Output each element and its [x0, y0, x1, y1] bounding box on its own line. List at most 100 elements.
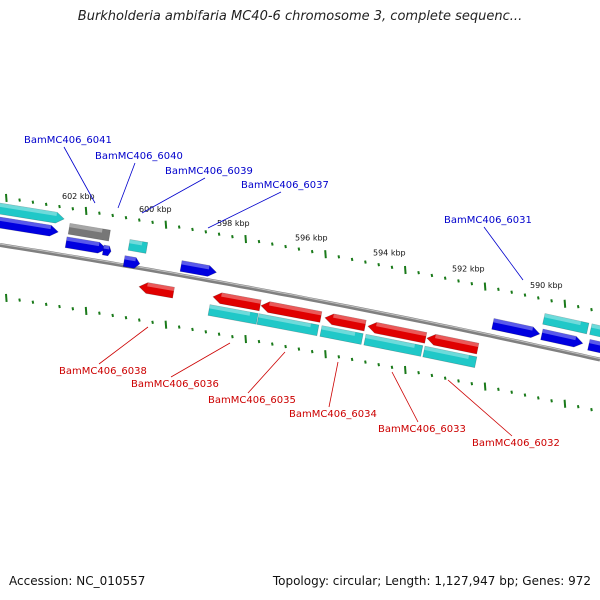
- minor-tick: [231, 334, 234, 339]
- leader-line: [141, 177, 206, 214]
- inner-tick-track: [5, 293, 593, 412]
- minor-tick: [390, 365, 394, 370]
- minor-tick: [138, 218, 141, 222]
- major-tick: [244, 235, 247, 244]
- cds-block-shine: [258, 313, 312, 328]
- minor-tick: [576, 404, 580, 409]
- major-tick: [164, 220, 168, 229]
- forward-gene-arrow-body: [122, 255, 141, 269]
- reverse-gene-arrow-shine: [333, 313, 367, 325]
- reverse-gene-arrow: [324, 313, 367, 332]
- minor-tick: [191, 227, 194, 232]
- scale-tick-label: 600 kbp: [139, 205, 172, 214]
- gene-label-reverse: BamMC406_6033: [378, 424, 466, 435]
- cds-block: [127, 239, 149, 254]
- minor-tick: [377, 362, 380, 367]
- minor-tick: [590, 407, 593, 412]
- cds-block: [363, 333, 424, 357]
- leader-line: [170, 342, 231, 378]
- leader-line: [447, 379, 513, 437]
- major-tick: [84, 206, 88, 216]
- minor-tick: [310, 349, 314, 354]
- minor-tick: [98, 311, 101, 315]
- minor-tick: [537, 296, 540, 300]
- forward-gene-arrow-shine: [542, 329, 577, 341]
- minor-tick: [337, 255, 341, 259]
- reverse-gene-arrow-body: [212, 292, 262, 312]
- gene-label-reverse: BamMC406_6036: [131, 379, 219, 390]
- cds-block-body: [422, 345, 478, 368]
- reverse-gene-arrow: [367, 322, 428, 344]
- minor-tick: [257, 339, 261, 344]
- cds-block-body: [127, 239, 149, 254]
- topology-text: Topology: circular; Length: 1,127,947 bp…: [272, 574, 591, 588]
- minor-tick: [138, 318, 141, 322]
- minor-tick: [177, 325, 181, 329]
- gene-label-forward: BamMC406_6039: [165, 166, 253, 177]
- minor-tick: [271, 242, 274, 246]
- minor-tick: [284, 244, 287, 249]
- forward-gene-arrow-shine: [66, 236, 100, 247]
- minor-tick: [151, 320, 154, 325]
- leader-line: [63, 146, 96, 204]
- forward-gene-arrow-body: [101, 244, 112, 257]
- chromosome-backbone: [0, 243, 600, 362]
- label-leaders: [63, 146, 524, 437]
- minor-tick: [71, 207, 75, 211]
- minor-tick: [510, 290, 513, 294]
- minor-tick: [271, 342, 274, 346]
- major-tick: [404, 265, 407, 275]
- minor-tick: [191, 327, 194, 332]
- minor-tick: [44, 202, 48, 207]
- minor-tick: [377, 262, 380, 267]
- scale-tick-label: 592 kbp: [452, 265, 485, 274]
- major-tick: [483, 282, 487, 291]
- forward-gene-arrow-shine: [0, 215, 52, 230]
- minor-tick: [124, 216, 128, 220]
- cds-block-body: [363, 333, 424, 357]
- reverse-gene-arrow-body: [324, 313, 367, 332]
- minor-tick: [443, 276, 447, 280]
- minor-tick: [44, 302, 48, 307]
- reverse-gene-arrow-shine: [147, 282, 175, 292]
- cds-block: [207, 304, 259, 325]
- major-tick: [404, 365, 407, 375]
- reverse-gene-arrow: [426, 334, 480, 355]
- scale-tick-label: 590 kbp: [530, 281, 563, 290]
- pseudogene-block-body: [67, 222, 111, 242]
- leader-line: [98, 326, 149, 365]
- minor-tick: [390, 265, 394, 270]
- major-tick: [563, 299, 567, 308]
- cds-block-shine: [424, 346, 470, 360]
- minor-tick: [204, 330, 208, 334]
- scale-tick-label: 602 kbp: [62, 192, 95, 201]
- forward-gene-arrow: [101, 244, 112, 257]
- minor-tick: [364, 360, 367, 364]
- scale-tick-label: 596 kbp: [295, 233, 328, 242]
- forward-gene-arrow-body: [64, 236, 108, 254]
- forward-gene-arrow-shine: [103, 245, 110, 250]
- minor-tick: [443, 376, 447, 380]
- forward-gene-arrow-shine: [124, 255, 137, 262]
- reverse-gene-arrow-shine: [435, 334, 479, 348]
- minor-tick: [124, 316, 128, 320]
- reverse-gene-arrow-shine: [376, 322, 427, 337]
- gene-label-reverse: BamMC406_6034: [289, 409, 377, 420]
- reverse-gene-arrow-shine: [269, 301, 322, 316]
- minor-tick: [177, 225, 181, 229]
- cds-block-body: [207, 304, 259, 325]
- forward-gene-arrow-body: [179, 260, 217, 277]
- minor-tick: [58, 304, 61, 309]
- leader-line: [117, 162, 136, 209]
- page-title: Burkholderia ambifaria MC40-6 chromosome…: [77, 9, 523, 24]
- minor-tick: [111, 213, 114, 218]
- outer-tick-track: [5, 193, 593, 312]
- forward-gene-arrow: [587, 339, 600, 354]
- forward-gene-arrow: [179, 260, 217, 277]
- minor-tick: [217, 232, 221, 236]
- cds-block: [422, 345, 478, 368]
- backbone-highlight: [0, 243, 600, 360]
- forward-gene-arrow-body: [0, 215, 59, 237]
